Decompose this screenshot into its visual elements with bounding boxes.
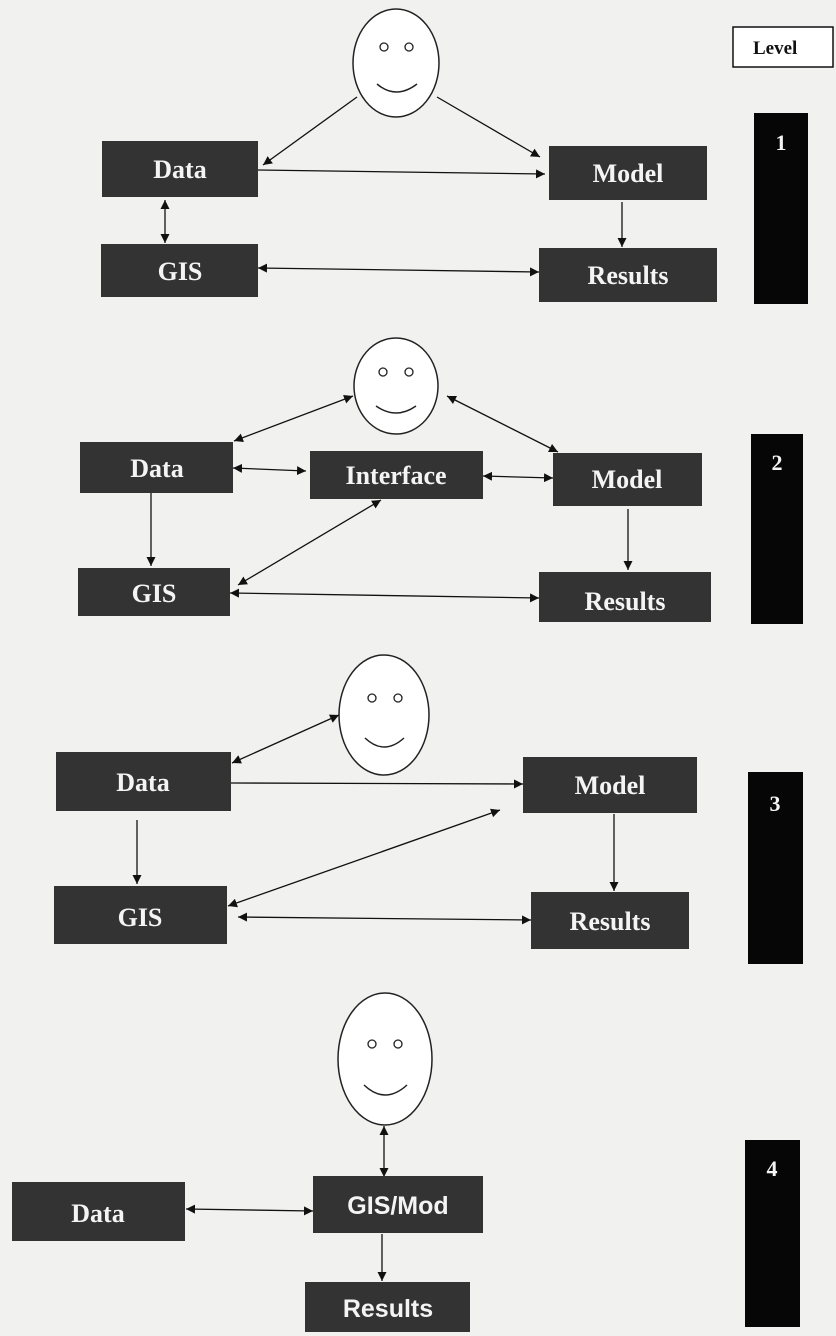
level-bar: 2 [751,434,803,624]
model-box: Model [523,757,697,813]
data-box: Data [80,442,233,493]
gis-box: GIS [101,244,258,297]
svg-text:4: 4 [767,1156,778,1181]
panel-level-3: Data Model GIS Results 3 [54,654,803,964]
results-box: Results [531,892,689,949]
results-box: Results [305,1282,470,1332]
model-box: Model [549,146,707,200]
svg-text:1: 1 [776,130,787,155]
svg-text:GIS: GIS [118,903,163,932]
svg-text:Data: Data [116,768,169,797]
svg-text:Results: Results [588,261,669,290]
svg-text:GIS: GIS [158,257,203,286]
level-bar: 4 [745,1140,800,1327]
data-box: Data [56,752,231,811]
data-box: Data [12,1182,185,1241]
svg-text:3: 3 [770,791,781,816]
face-icon [352,8,440,118]
level-bar: 3 [748,772,803,964]
svg-text:Model: Model [592,465,663,494]
level-header: Level [732,26,834,68]
svg-text:Results: Results [585,587,666,616]
svg-text:Data: Data [153,155,206,184]
arrows-level-1 [160,96,627,277]
panel-level-1: Data Model GIS Results 1 [101,8,808,304]
level-bar: 1 [754,113,808,304]
svg-text:GIS/Mod: GIS/Mod [347,1192,448,1220]
results-box: Results [539,572,711,622]
svg-text:Results: Results [343,1295,433,1323]
svg-text:Interface: Interface [345,461,446,490]
results-box: Results [539,248,717,302]
model-box: Model [553,453,702,506]
data-box: Data [102,141,258,197]
panel-level-2: Data Interface Model GIS Results 2 [78,337,803,624]
svg-text:Data: Data [71,1199,124,1228]
gis-box: GIS [54,886,227,944]
gis-box: GIS [78,568,230,616]
face-icon [353,337,439,435]
svg-text:Data: Data [130,454,183,483]
gismod-box: GIS/Mod [313,1176,483,1233]
level-header-label: Level [753,38,797,59]
arrows-level-2 [146,394,633,603]
interface-box: Interface [310,451,483,499]
svg-text:Results: Results [570,907,651,936]
arrows-level-4 [185,1126,389,1281]
svg-text:2: 2 [772,450,783,475]
svg-text:Model: Model [575,771,646,800]
face-icon [337,992,433,1126]
panel-level-4: Data GIS/Mod Results 4 [12,992,800,1332]
face-icon [338,654,430,776]
svg-text:GIS: GIS [132,579,177,608]
arrows-level-3 [132,714,619,925]
svg-text:Model: Model [593,159,664,188]
